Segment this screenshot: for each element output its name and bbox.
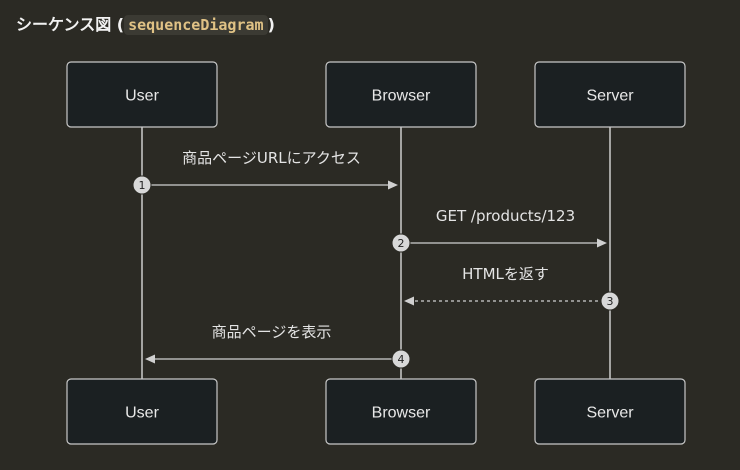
sequence-number-badge-4	[391, 349, 411, 369]
actor-box-browser-bottom	[325, 378, 477, 445]
actor-box-server-bottom	[534, 378, 686, 445]
message-label-1: 商品ページURLにアクセス	[182, 149, 361, 167]
message-label-3: HTMLを返す	[462, 265, 549, 283]
arrowhead-icon-4	[145, 354, 155, 364]
arrowhead-icon-1	[388, 180, 398, 190]
sequence-number-3: 3	[607, 295, 614, 308]
sequence-number-badge-2	[391, 233, 411, 253]
actor-label-browser-bottom: Browser	[372, 405, 431, 422]
sequence-number-2: 2	[398, 237, 405, 250]
diagram-heading: シーケンス図 (sequenceDiagram)	[16, 11, 275, 35]
sequence-number-badge-1	[132, 175, 152, 195]
arrowhead-icon-2	[597, 238, 607, 248]
actor-box-user-top	[66, 61, 218, 128]
actor-label-user-top: User	[125, 88, 159, 105]
actor-box-server-top	[534, 61, 686, 128]
actor-label-server-top: Server	[586, 88, 634, 105]
message-label-4: 商品ページを表示	[212, 323, 332, 341]
actor-label-user-bottom: User	[125, 405, 159, 422]
actor-label-browser-top: Browser	[372, 88, 431, 105]
heading-code: sequenceDiagram	[124, 15, 268, 35]
sequence-number-4: 4	[398, 353, 405, 366]
heading-suffix: )	[267, 15, 275, 34]
actor-label-server-bottom: Server	[586, 405, 634, 422]
heading-prefix: シーケンス図 (	[16, 15, 125, 34]
message-label-2: GET /products/123	[436, 207, 575, 225]
actor-box-browser-top	[325, 61, 477, 128]
arrowhead-icon-3	[404, 296, 414, 306]
sequence-number-badge-3	[600, 291, 620, 311]
sequence-number-1: 1	[139, 179, 146, 192]
actor-box-user-bottom	[66, 378, 218, 445]
